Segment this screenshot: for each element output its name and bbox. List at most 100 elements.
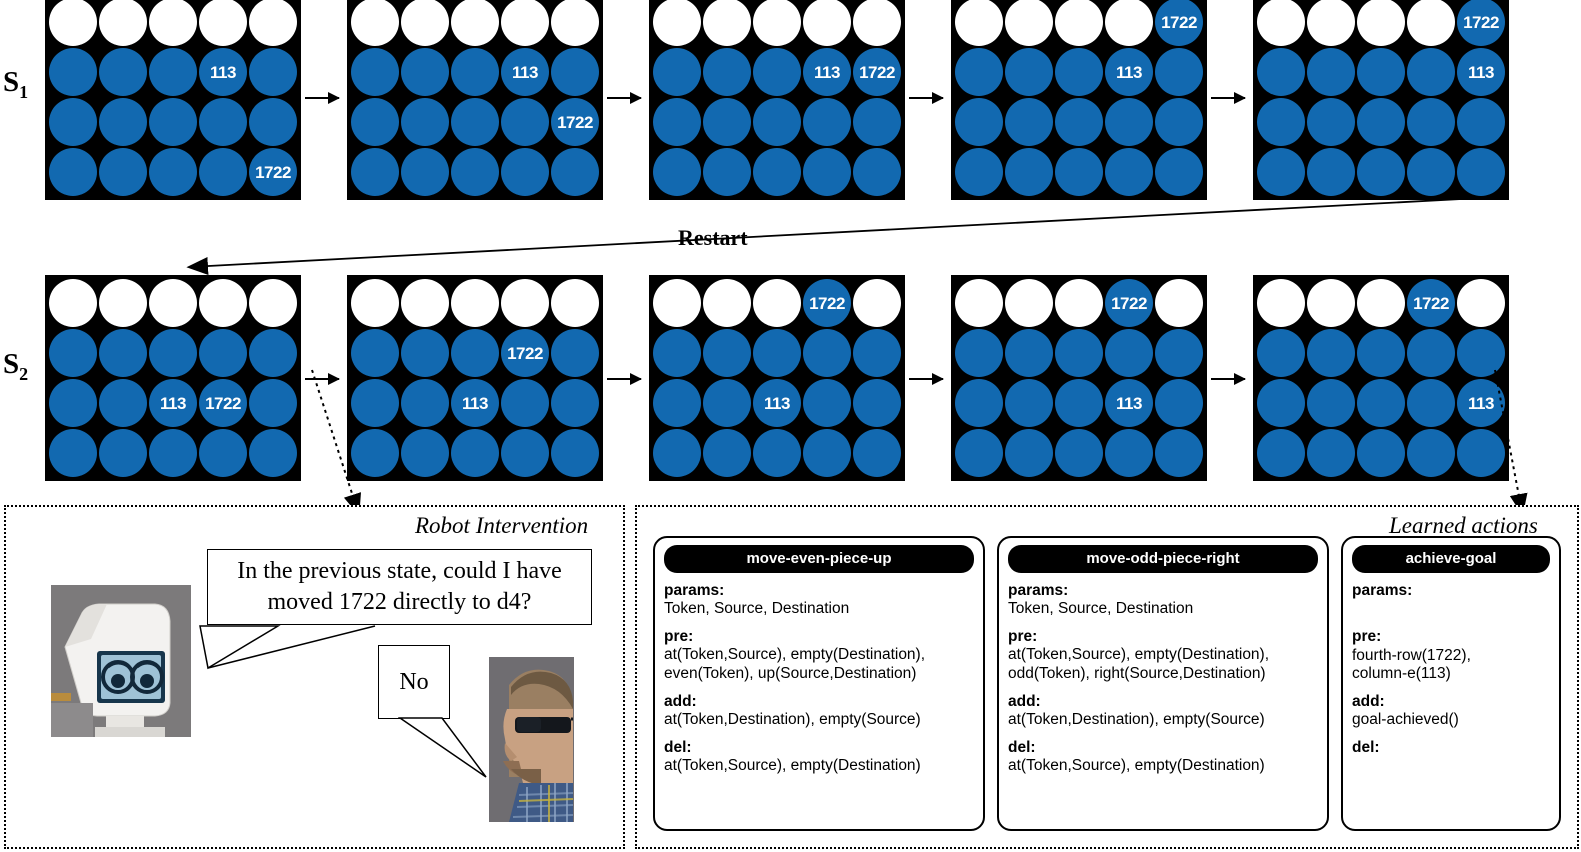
board-cell[interactable] [702,378,752,428]
blue-disc[interactable] [803,148,851,196]
white-disc[interactable] [451,279,499,327]
blue-disc[interactable] [1457,329,1505,377]
blue-disc[interactable] [1457,148,1505,196]
blue-disc[interactable] [853,429,901,477]
white-disc[interactable] [351,279,399,327]
board-cell[interactable]: 1722 [852,47,902,97]
blue-disc[interactable] [1105,98,1153,146]
board-cell[interactable] [802,0,852,47]
blue-disc[interactable] [703,48,751,96]
blue-disc[interactable] [1357,148,1405,196]
board-cell[interactable] [652,378,702,428]
blue-disc[interactable] [199,329,247,377]
board-cell[interactable] [248,47,298,97]
board-cell[interactable] [500,147,550,197]
board-cell[interactable] [652,0,702,47]
board-cell[interactable] [198,278,248,328]
board-cell[interactable] [400,328,450,378]
board-cell[interactable]: 1722 [248,147,298,197]
board-cell[interactable] [1256,0,1306,47]
board-cell[interactable]: 1722 [802,278,852,328]
board-cell[interactable] [48,278,98,328]
white-disc[interactable] [1055,0,1103,46]
board-cell[interactable] [400,147,450,197]
board-cell[interactable] [1256,278,1306,328]
blue-disc[interactable] [1307,98,1355,146]
blue-disc[interactable] [351,148,399,196]
blue-disc[interactable] [1307,329,1355,377]
blue-disc[interactable] [653,379,701,427]
blue-disc[interactable] [1005,48,1053,96]
board-cell[interactable] [1456,97,1506,147]
board-cell[interactable] [1306,428,1356,478]
board-cell[interactable] [198,0,248,47]
blue-disc[interactable] [1407,48,1455,96]
white-disc[interactable] [351,0,399,46]
blue-disc[interactable] [853,98,901,146]
blue-disc[interactable] [149,148,197,196]
blue-disc[interactable] [551,148,599,196]
blue-disc[interactable] [955,329,1003,377]
board-cell[interactable]: 1722 [1406,278,1456,328]
board-cell[interactable] [1256,328,1306,378]
board-cell[interactable] [1456,428,1506,478]
board-cell[interactable] [852,428,902,478]
white-disc[interactable] [199,279,247,327]
blue-disc[interactable] [653,429,701,477]
board-cell[interactable] [1004,0,1054,47]
white-disc[interactable] [853,0,901,46]
board-cell[interactable] [1054,47,1104,97]
blue-disc[interactable] [653,329,701,377]
board-cell[interactable] [350,378,400,428]
board-cell[interactable] [400,97,450,147]
blue-disc[interactable] [351,48,399,96]
board-cell[interactable] [500,378,550,428]
board-cell[interactable] [48,47,98,97]
blue-disc[interactable] [853,148,901,196]
board-cell[interactable] [98,0,148,47]
white-disc[interactable] [955,0,1003,46]
board-cell[interactable] [1406,0,1456,47]
board-cell[interactable] [1406,328,1456,378]
blue-disc[interactable]: 1722 [551,98,599,146]
blue-disc[interactable] [149,48,197,96]
white-disc[interactable] [149,279,197,327]
board-cell[interactable] [954,328,1004,378]
blue-disc[interactable]: 1722 [199,379,247,427]
board-cell[interactable] [1256,378,1306,428]
blue-disc[interactable] [1407,429,1455,477]
board-cell[interactable] [1406,428,1456,478]
board-cell[interactable] [1306,97,1356,147]
blue-disc[interactable]: 1722 [1105,279,1153,327]
blue-disc[interactable]: 1722 [249,148,297,196]
blue-disc[interactable] [955,379,1003,427]
board-cell[interactable] [1256,428,1306,478]
blue-disc[interactable] [199,148,247,196]
board-cell[interactable] [702,428,752,478]
white-disc[interactable] [1357,0,1405,46]
blue-disc[interactable] [955,98,1003,146]
board-cell[interactable] [752,328,802,378]
board-cell[interactable] [1406,147,1456,197]
blue-disc[interactable] [803,329,851,377]
blue-disc[interactable] [1005,98,1053,146]
blue-disc[interactable] [1005,379,1053,427]
blue-disc[interactable] [753,148,801,196]
white-disc[interactable] [1307,279,1355,327]
board-cell[interactable] [400,428,450,478]
blue-disc[interactable] [149,98,197,146]
board-cell[interactable] [652,97,702,147]
board-cell[interactable]: 1722 [1154,0,1204,47]
blue-disc[interactable]: 113 [1457,379,1505,427]
board-cell[interactable] [954,0,1004,47]
white-disc[interactable] [753,0,801,46]
blue-disc[interactable] [1357,98,1405,146]
blue-disc[interactable] [1257,429,1305,477]
action-card-move-odd-piece-right[interactable]: move-odd-piece-right params: Token, Sour… [997,536,1329,831]
board-cell[interactable] [248,378,298,428]
board-cell[interactable] [1356,428,1406,478]
board-cell[interactable] [48,378,98,428]
board-cell[interactable] [852,328,902,378]
board-cell[interactable]: 1722 [550,97,600,147]
board-cell[interactable] [1004,147,1054,197]
